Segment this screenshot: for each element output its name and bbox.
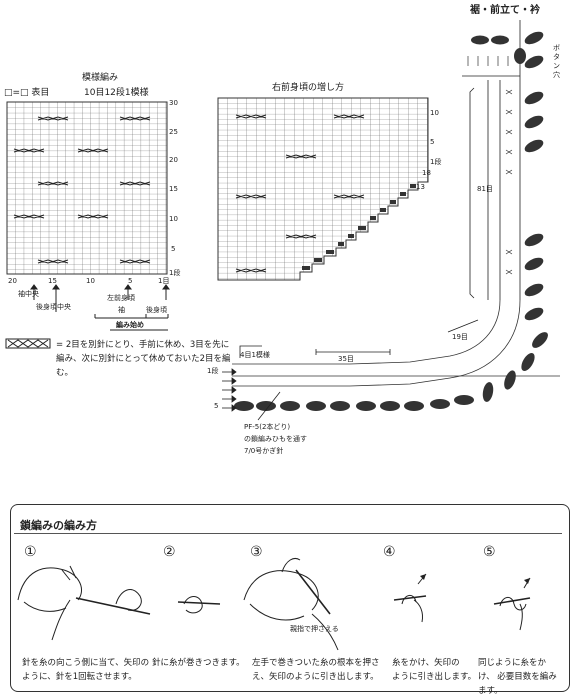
label-left-front: 左前身頃 — [107, 294, 135, 302]
cord-line-2: の鎖編みひもを通す — [244, 435, 307, 443]
row-label-5: 5 — [171, 245, 176, 253]
label-sleeve-center: 袖中央 — [18, 290, 39, 298]
increase-title: 右前身頃の増し方 — [272, 83, 345, 93]
chain-stitch-box — [10, 504, 570, 692]
step-5-text: 同じように糸をかけ、 必要目数を編みます。 — [478, 658, 557, 696]
hook-size: 7/0号かぎ針 — [244, 447, 284, 455]
inc-row-1: 1段 — [430, 158, 442, 166]
step-4-text: 糸をかけ、矢印の ように引き出します。 — [392, 658, 477, 682]
row-label-10: 10 — [169, 215, 178, 223]
row-label-30: 30 — [169, 99, 178, 107]
step-3-number: ③ — [250, 544, 263, 560]
step-1-number: ① — [24, 544, 37, 560]
count-19: 19目 — [452, 333, 468, 341]
chain-box-divider — [14, 533, 562, 534]
step-1-text: 針を糸の向こう側に当て、矢印の ように、針を1回転させます。 — [22, 658, 150, 682]
symbol-description: = 2目を別針にとり、手前に休め、3目を先に編み、次に別針にとって休めておいた2… — [56, 340, 231, 378]
count-81: 81目 — [477, 185, 493, 193]
border-title: 裾・前立て・衿 — [470, 5, 540, 16]
count-35: 35目 — [338, 355, 354, 363]
pattern-title: 模様編み — [82, 73, 119, 83]
border-row-1: 1段 — [207, 367, 219, 375]
step-2-number: ② — [163, 544, 176, 560]
row-label-25: 25 — [169, 128, 178, 136]
col-label-1: 1目 — [158, 277, 170, 285]
step-5-number: ⑤ — [483, 544, 496, 560]
chain-box-title: 鎖編みの編み方 — [20, 519, 97, 532]
row-label-20: 20 — [169, 156, 178, 164]
border-row-5: 5 — [214, 402, 219, 410]
legend-repeat: 10目12段1模様 — [84, 88, 149, 98]
cord-line-1: PF-5(2本どり) — [244, 423, 291, 431]
col-label-10: 10 — [86, 277, 95, 285]
step-2-text: 針に糸が巻きつきます。 — [152, 658, 245, 668]
inc-row-10: 10 — [430, 109, 439, 117]
step-4-number: ④ — [383, 544, 396, 560]
buttonhole-label: ボタン穴 — [553, 44, 560, 79]
row-label-15: 15 — [169, 185, 178, 193]
row-label-1: 1段 — [169, 269, 181, 277]
step-3-callout: 親指で押さえる — [290, 625, 339, 633]
step-3-text: 左手で巻きついた糸の根本を押さ え、矢印のように引き出します。 — [252, 658, 380, 682]
col-label-15: 15 — [48, 277, 57, 285]
label-back: 後身頃 — [146, 306, 167, 314]
repeat-4: 4目1模様 — [240, 351, 270, 359]
inc-side-13: 13 — [416, 183, 425, 191]
label-sleeve: 袖 — [118, 306, 125, 314]
label-start: 編み始め — [116, 321, 144, 329]
label-back-neck-center: 後身頃中央 — [36, 303, 71, 311]
legend-key: □=□ 表目 — [4, 88, 50, 98]
inc-row-5: 5 — [430, 138, 435, 146]
inc-side-18: 18 — [422, 169, 431, 177]
col-label-5: 5 — [128, 277, 133, 285]
col-label-20: 20 — [8, 277, 17, 285]
